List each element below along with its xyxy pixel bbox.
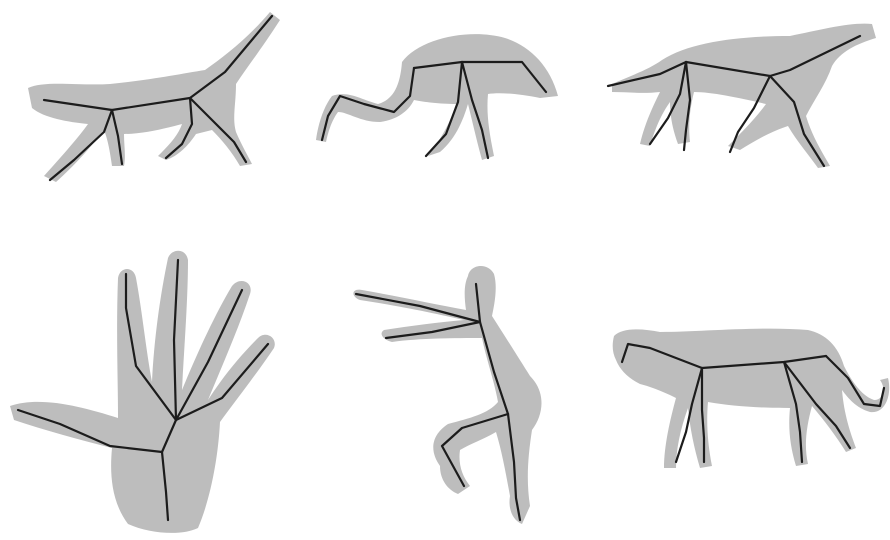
dog-silhouette [612,24,876,168]
figure-ostrich [316,34,558,160]
figure-dog [608,24,876,168]
hand-silhouette [10,251,275,533]
human-silhouette [353,266,541,524]
ostrich-silhouette [316,34,558,160]
figure-hand [10,251,275,533]
figure-cat [28,12,280,182]
figure-leopard [613,329,890,468]
figure-human [353,266,541,524]
